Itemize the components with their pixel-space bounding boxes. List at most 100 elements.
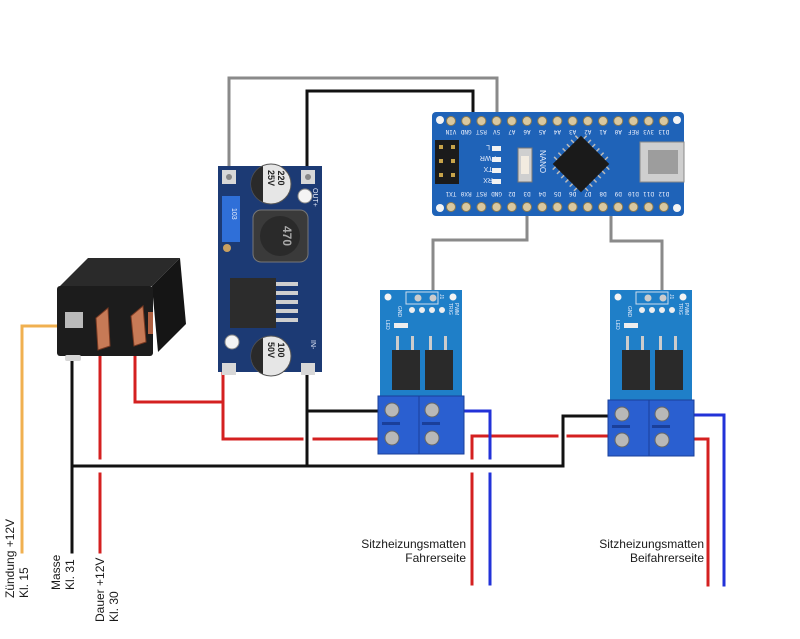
nano-bottom-pin-d9[interactable] [613,202,624,212]
label-passenger-mats-line1: Sitzheizungsmatten [599,537,704,551]
buck-cap-top-value: 220 [276,170,286,185]
nano-bottom-pin-label-rst: RST [476,190,487,197]
buck-hole-top [297,188,313,204]
mosfet2-screw-3[interactable] [654,406,670,422]
nano-led-pwr [492,157,501,162]
mosfet1-q1 [392,350,420,390]
nano-top-pin-label-a0: A0 [614,128,622,135]
label-ignition-line1: Zündung +12V [3,519,17,598]
nano-board-label: NANO [538,150,547,173]
mosfet2-pwm-label: PWM [683,303,689,315]
nano-bottom-pin-label-d2: D2 [508,190,516,197]
nano-bottom-pin-d12[interactable] [658,202,669,212]
nano-top-pin-rst[interactable] [476,116,487,126]
label-driver-mats-line2: Fahrerseite [405,551,466,565]
label-ground-line2: Kl. 31 [63,559,77,590]
nano-bottom-pin-label-d4: D4 [538,190,546,197]
nano-top-pin-label-a2: A2 [584,128,592,135]
nano-bottom-pin-label-d6: D6 [569,190,577,197]
mosfet1-trig-label: TRIG [447,303,453,315]
mosfet2-trig-label: TRIG [677,303,683,315]
nano-bottom-pin-d3[interactable] [522,202,532,212]
mosfet2-screw-1[interactable] [614,406,630,422]
nano-top-pin-vin[interactable] [446,116,456,126]
nano-top-pin-label-a6: A6 [523,128,531,135]
nano-bottom-pin-rst[interactable] [476,202,487,212]
mosfet2-q2 [655,350,683,390]
nano-bottom-pin-d5[interactable] [552,202,563,212]
nano-bottom-pin-d8[interactable] [598,202,608,212]
buck-pad-in-plus [222,363,236,375]
nano-bottom-pin-tx1[interactable] [446,202,456,212]
nano-top-pin-a1[interactable] [598,116,608,126]
buck-hole-bottom [224,334,240,350]
nano-top-pin-ref[interactable] [628,116,639,126]
relay-side [152,258,186,352]
nano-top-pin-gnd[interactable] [461,116,472,126]
relay-pin-87 [130,305,147,347]
mosfet-module-driver: J1 GND TRIG PWM LED [377,290,465,455]
nano-top-pin-5v[interactable] [491,116,502,126]
mosfet2-screw-2[interactable] [614,432,630,448]
nano-top-pin-label-a3: A3 [569,128,577,135]
mosfet-module-passenger: J1 GND TRIG PWM LED [607,290,695,457]
nano-bottom-pin-label-d11: D11 [643,190,654,197]
nano-bottom-pin-d6[interactable] [567,202,578,212]
nano-top-pin-label-ref: REF [628,128,639,135]
nano-bottom-pin-label-rx0: RX0 [460,190,471,197]
nano-top-pin-d13[interactable] [658,116,669,126]
buck-regulator [230,278,276,328]
wire-black-gnd-top [305,89,475,174]
nano-bottom-pin-label-d3: D3 [523,190,531,197]
wire-gray-5v [227,76,499,174]
nano-bottom-pin-d11[interactable] [643,202,654,212]
nano-icsp-header [435,140,459,184]
nano-top-pin-label-vin: VIN [445,128,456,135]
relay-pin-86 [65,312,83,328]
wire-black-ground-bus [70,414,614,468]
nano-led-rx [492,179,501,184]
nano-top-pin-a3[interactable] [567,116,578,126]
mosfet1-screw-4[interactable] [424,430,440,446]
nano-led-label-rx: RX [483,176,493,183]
nano-top-pin-a4[interactable] [552,116,563,126]
buck-cap-bottom-voltage: 50V [266,342,276,358]
nano-top-pin-label-a1: A1 [599,128,607,135]
nano-bottom-pin-rx0[interactable] [461,202,472,212]
mosfet1-screw-2[interactable] [384,430,400,446]
nano-top-pin-label-a4: A4 [553,128,561,135]
mosfet2-screw-4[interactable] [654,432,670,448]
nano-bottom-pin-d2[interactable] [506,202,517,212]
nano-top-pin-a0[interactable] [613,116,624,126]
nano-top-pin-a7[interactable] [506,116,517,126]
relay-pin-85 [65,355,81,361]
mosfet1-screw-1[interactable] [384,402,400,418]
nano-bottom-pin-label-d10: D10 [628,190,639,197]
buck-cap-top-voltage: 25V [266,170,276,186]
nano-top-pin-a2[interactable] [582,116,593,126]
buck-label-in: IN- [309,340,316,350]
nano-top-pin-label-3v3: 3V3 [643,128,654,135]
buck-inductor-label: 470 [280,226,294,246]
relay [57,258,186,361]
mosfet2-gnd-label: GND [626,306,632,318]
mosfet1-screw-3[interactable] [424,402,440,418]
nano-bottom-pin-label-d5: D5 [553,190,561,197]
wire-orange-ignition [20,324,74,554]
nano-top-pin-3v3[interactable] [643,116,654,126]
nano-bottom-pin-label-tx1: TX1 [445,190,456,197]
relay-pin-87a [148,312,153,334]
nano-bottom-pin-gnd[interactable] [491,202,502,212]
nano-bottom-pin-d7[interactable] [582,202,593,212]
nano-top-pin-a6[interactable] [522,116,532,126]
buck-cap-bottom-value: 100 [276,342,286,357]
relay-top [60,258,180,286]
nano-bottom-pin-d4[interactable] [537,202,548,212]
nano-top-pin-a5[interactable] [537,116,548,126]
nano-bottom-pin-label-d7: D7 [584,190,592,197]
nano-led-label-l: L [486,143,490,150]
nano-bottom-pin-d10[interactable] [628,202,639,212]
mosfet1-header-label: J1 [438,294,444,300]
